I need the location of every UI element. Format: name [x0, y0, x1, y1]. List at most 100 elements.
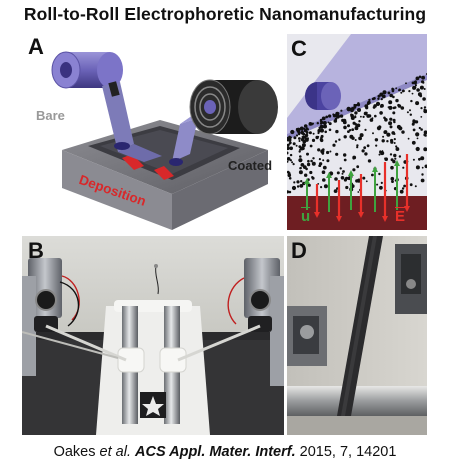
particle — [318, 162, 323, 166]
particle — [312, 157, 315, 160]
particle — [379, 111, 383, 115]
particle — [291, 161, 294, 164]
particle — [418, 157, 421, 161]
particle — [332, 143, 336, 147]
particle — [358, 136, 362, 141]
particle — [298, 150, 301, 153]
particle — [306, 128, 309, 131]
particle — [320, 128, 324, 133]
particle — [287, 143, 290, 147]
particle — [414, 185, 417, 188]
particle — [335, 129, 339, 134]
particle — [419, 85, 424, 90]
particle — [300, 163, 305, 167]
citation-authors: Oakes — [53, 444, 96, 460]
particle — [300, 180, 303, 183]
panel-c: C u E — [287, 34, 427, 230]
particle — [340, 109, 343, 112]
particle — [298, 137, 301, 140]
particle — [378, 172, 381, 176]
particle — [364, 104, 369, 108]
particle — [332, 114, 337, 118]
particle — [322, 165, 327, 170]
particle — [339, 114, 344, 118]
particle — [398, 155, 402, 158]
particle — [389, 153, 393, 156]
particle — [415, 132, 420, 137]
particle — [368, 98, 371, 102]
particle — [362, 115, 365, 118]
particle — [388, 100, 393, 105]
particle — [300, 130, 304, 135]
particle — [343, 153, 347, 157]
particle — [406, 111, 409, 114]
particle — [306, 137, 309, 140]
particle — [329, 115, 332, 118]
particle — [336, 112, 340, 115]
particle — [355, 126, 359, 131]
particle — [399, 189, 404, 194]
particle — [343, 158, 347, 162]
particle — [389, 125, 393, 129]
particle — [379, 185, 383, 190]
particle — [334, 117, 338, 121]
arrow-head — [326, 172, 332, 178]
particle — [354, 116, 357, 119]
particle — [351, 128, 355, 131]
particle — [306, 152, 309, 156]
particle — [339, 167, 342, 170]
particle — [320, 121, 324, 124]
panel-d: D — [287, 236, 427, 435]
particle — [380, 181, 383, 184]
particle — [322, 178, 326, 182]
particle — [423, 133, 427, 137]
particle — [325, 115, 329, 119]
particle — [391, 180, 394, 184]
particle — [392, 106, 396, 110]
particle — [395, 147, 400, 151]
particle — [375, 144, 378, 147]
particle — [298, 158, 303, 163]
particle — [421, 75, 425, 80]
particle — [371, 117, 374, 120]
particle — [379, 92, 384, 97]
particle — [304, 133, 309, 138]
particle — [308, 131, 312, 135]
particle — [340, 176, 345, 180]
particle — [300, 137, 305, 142]
particle — [383, 130, 387, 134]
particle — [421, 173, 424, 176]
particle — [418, 75, 422, 79]
particle — [378, 153, 381, 156]
particle — [287, 138, 292, 142]
particle — [352, 168, 356, 172]
particle — [401, 130, 405, 134]
particle — [357, 191, 360, 193]
particle — [288, 177, 292, 180]
particle — [412, 128, 416, 132]
particle — [398, 88, 401, 92]
particle — [347, 124, 350, 128]
particle — [289, 159, 292, 162]
particle — [393, 153, 397, 158]
particle — [388, 121, 393, 126]
particle — [298, 133, 301, 136]
particle — [322, 148, 325, 151]
particle — [301, 136, 304, 138]
particle — [356, 123, 361, 128]
particle — [309, 170, 313, 175]
particle — [323, 124, 327, 129]
particle — [416, 88, 420, 92]
particle — [375, 101, 381, 106]
particle — [415, 120, 419, 124]
particle — [369, 118, 374, 122]
particle — [341, 172, 344, 175]
arrow-head — [336, 216, 342, 222]
particle — [347, 130, 350, 133]
particle — [376, 126, 381, 131]
panel-d-label: D — [291, 238, 307, 263]
particle — [415, 165, 420, 170]
particle — [296, 127, 301, 132]
particle — [320, 138, 324, 143]
panel-b-label: B — [28, 238, 44, 263]
